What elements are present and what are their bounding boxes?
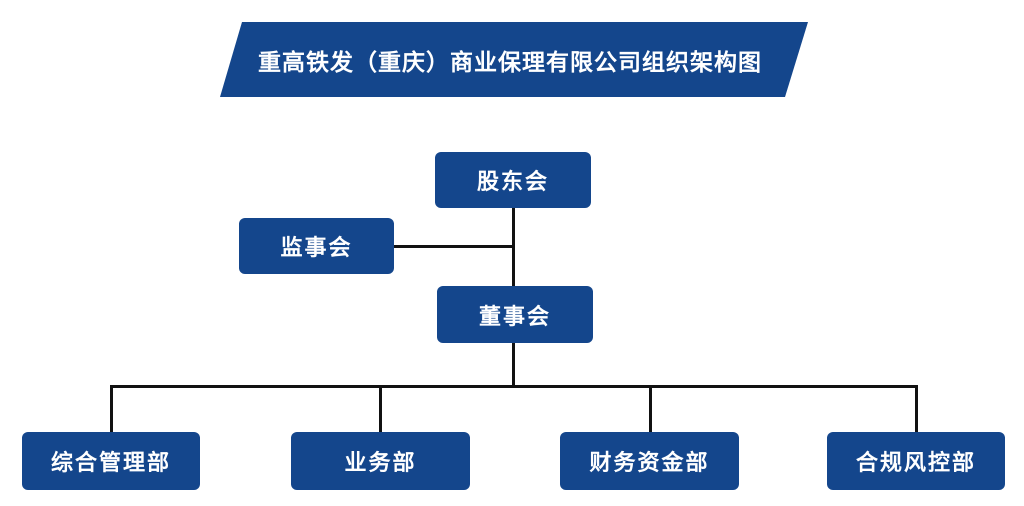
node-shareholders-meeting: 股东会 — [435, 152, 591, 208]
node-compliance-risk-dept: 合规风控部 — [827, 432, 1005, 490]
node-label: 董事会 — [478, 303, 551, 329]
node-supervisory-board: 监事会 — [239, 218, 394, 274]
connector-supervisory-lateral — [394, 245, 513, 248]
node-label: 股东会 — [476, 169, 549, 194]
node-label: 业务部 — [344, 450, 417, 475]
page-title: 重高铁发（重庆）商业保理有限公司组织架构图 — [258, 48, 762, 75]
connector-drop-business — [379, 385, 382, 432]
node-label: 综合管理部 — [50, 450, 171, 475]
node-label: 合规风控部 — [855, 450, 976, 475]
connector-board-bus — [512, 343, 515, 388]
node-label: 监事会 — [280, 235, 353, 260]
node-business-dept: 业务部 — [291, 432, 470, 490]
connector-departments-bus — [110, 385, 918, 388]
title-banner: 重高铁发（重庆）商业保理有限公司组织架构图 — [220, 22, 808, 97]
node-finance-treasury-dept: 财务资金部 — [560, 432, 739, 490]
connector-drop-general-admin — [110, 385, 113, 432]
node-general-admin-dept: 综合管理部 — [22, 432, 200, 490]
node-label: 财务资金部 — [589, 450, 710, 475]
connector-shareholders-board — [512, 208, 515, 287]
connector-drop-compliance-risk — [915, 385, 918, 432]
connector-drop-finance-treasury — [649, 385, 652, 432]
node-board-of-directors: 董事会 — [437, 286, 593, 343]
